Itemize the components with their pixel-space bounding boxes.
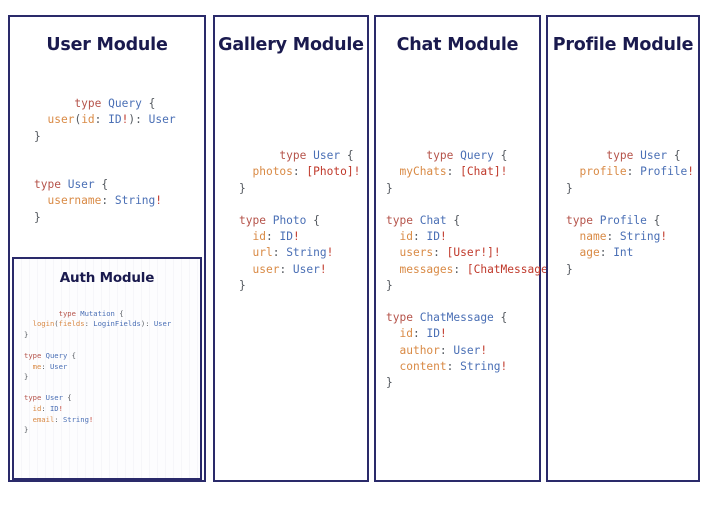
module-title-auth: Auth Module — [59, 270, 155, 286]
schema-code-gallery-text: type User { photos: [Photo]! } type Phot… — [239, 149, 361, 292]
schema-code-chat: type Query { myChats: [Chat]! } type Cha… — [362, 132, 561, 407]
module-card-gallery[interactable]: Gallery Module type User { photos: [Phot… — [213, 15, 369, 482]
schema-code-user: type Query { user(id: ID!): User } type … — [10, 80, 176, 242]
schema-code-auth: type Mutation { login(fields: LoginField… — [14, 298, 171, 446]
schema-code-gallery: type User { photos: [Photo]! } type Phot… — [215, 132, 360, 310]
module-card-profile[interactable]: Profile Module type User { profile: Prof… — [546, 15, 700, 482]
module-title-user: User Module — [46, 35, 168, 55]
schema-code-auth-text: type Mutation { login(fields: LoginField… — [24, 308, 172, 435]
module-title-chat: Chat Module — [396, 35, 519, 55]
schema-code-profile: type User { profile: Profile! } type Pro… — [542, 132, 694, 294]
schema-code-user-text: type Query { user(id: ID!): User } type … — [34, 97, 176, 224]
module-card-auth[interactable]: Auth Module type Mutation { login(fields… — [12, 257, 202, 480]
schema-code-profile-text: type User { profile: Profile! } type Pro… — [566, 149, 695, 276]
module-card-user[interactable]: User Module type Query { user(id: ID!): … — [8, 15, 206, 482]
module-title-profile: Profile Module — [552, 35, 694, 55]
module-title-gallery: Gallery Module — [218, 35, 364, 55]
schema-code-chat-text: type Query { myChats: [Chat]! } type Cha… — [386, 149, 561, 390]
module-card-chat[interactable]: Chat Module type Query { myChats: [Chat]… — [374, 15, 561, 482]
